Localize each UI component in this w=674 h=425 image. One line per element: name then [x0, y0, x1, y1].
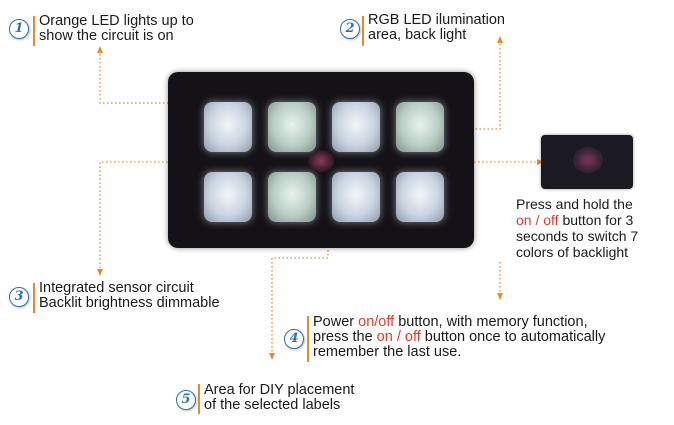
callout-2-line-1: RGB LED ilumination	[368, 12, 505, 28]
callout-4-line-2: press the on / off button once to automa…	[313, 330, 605, 345]
callout-4-line-1-start: Power	[313, 314, 359, 330]
arrow-down-5	[269, 353, 275, 360]
callout-accent-bar-4	[307, 316, 309, 362]
callout-number-badge-1: 1	[9, 19, 29, 39]
callout-4-line-2-start: press the	[313, 329, 377, 345]
switch-key-8	[396, 172, 444, 222]
callout-1-line-2: show the circuit is on	[39, 28, 174, 44]
leader-line-4	[271, 150, 329, 356]
callout-3-line-1: Integrated sensor circuit	[39, 280, 194, 296]
callout-text-2: RGB LED ilumination area, back light	[368, 13, 505, 43]
switch-key-5	[204, 172, 252, 222]
callout-text-5: Area for DIY placement of the selected l…	[204, 383, 354, 413]
side-note-line-2: on / off button for 3	[516, 212, 638, 228]
callout-1-line-1: Orange LED lights up to	[39, 13, 194, 29]
leader-line-2	[430, 40, 501, 130]
callout-4-line-3: remember the last use.	[313, 344, 462, 360]
side-note-line-1: Press and hold the	[516, 196, 633, 212]
callout-accent-bar-1	[33, 16, 35, 46]
side-note-text: Press and hold the on / off button for 3…	[516, 196, 638, 260]
callout-accent-bar-2	[362, 16, 364, 46]
callout-2-line-2: area, back light	[368, 27, 467, 43]
leader-line-3	[99, 161, 270, 272]
switch-panel-image	[168, 72, 474, 248]
arrow-up-2	[497, 36, 503, 43]
side-note-on-off-highlight: on / off	[516, 212, 559, 228]
callout-number-badge-5: 5	[176, 390, 196, 410]
power-button-closeup-image	[541, 135, 633, 189]
side-note-line-4: colors of backlight	[516, 244, 629, 260]
callout-number-badge-4: 4	[284, 329, 304, 349]
arrow-down-3	[97, 269, 103, 276]
arrow-up-1	[97, 46, 103, 53]
arrow-right-side	[537, 159, 544, 165]
callout-accent-bar-5	[198, 384, 200, 414]
callout-5-line-2: of the selected labels	[204, 397, 341, 413]
callout-number-badge-3: 3	[9, 287, 29, 307]
callout-4-line-2-end: button once to automatically	[420, 329, 606, 345]
callout-4-on-off-highlight-1: on/off	[358, 314, 395, 330]
callout-3-line-2: Backlit brightness dimmable	[39, 295, 220, 311]
side-note-line-2-rest: button for 3	[558, 212, 634, 228]
switch-key-2	[268, 102, 316, 152]
callout-text-4: Power on/off button, with memory functio…	[313, 315, 605, 360]
arrow-down-side	[497, 293, 503, 300]
callout-4-line-1: Power on/off button, with memory functio…	[313, 315, 605, 330]
switch-key-3	[332, 102, 380, 152]
power-button-glow	[308, 150, 334, 172]
leader-line-1	[99, 50, 218, 104]
callout-text-3: Integrated sensor circuit Backlit bright…	[39, 281, 220, 311]
callout-text-1: Orange LED lights up to show the circuit…	[39, 14, 194, 44]
power-button-closeup-glow	[573, 147, 603, 173]
callout-4-line-1-end: button, with memory function,	[394, 314, 588, 330]
switch-key-1	[204, 102, 252, 152]
callout-5-line-1: Area for DIY placement	[204, 382, 355, 398]
switch-key-4	[396, 102, 444, 152]
callout-number-badge-2: 2	[340, 19, 360, 39]
callout-accent-bar-3	[33, 283, 35, 313]
callout-4-on-off-highlight-2: on / off	[376, 329, 421, 345]
switch-key-7	[332, 172, 380, 222]
side-note-line-3: seconds to switch 7	[516, 228, 639, 244]
switch-key-6	[268, 172, 316, 222]
